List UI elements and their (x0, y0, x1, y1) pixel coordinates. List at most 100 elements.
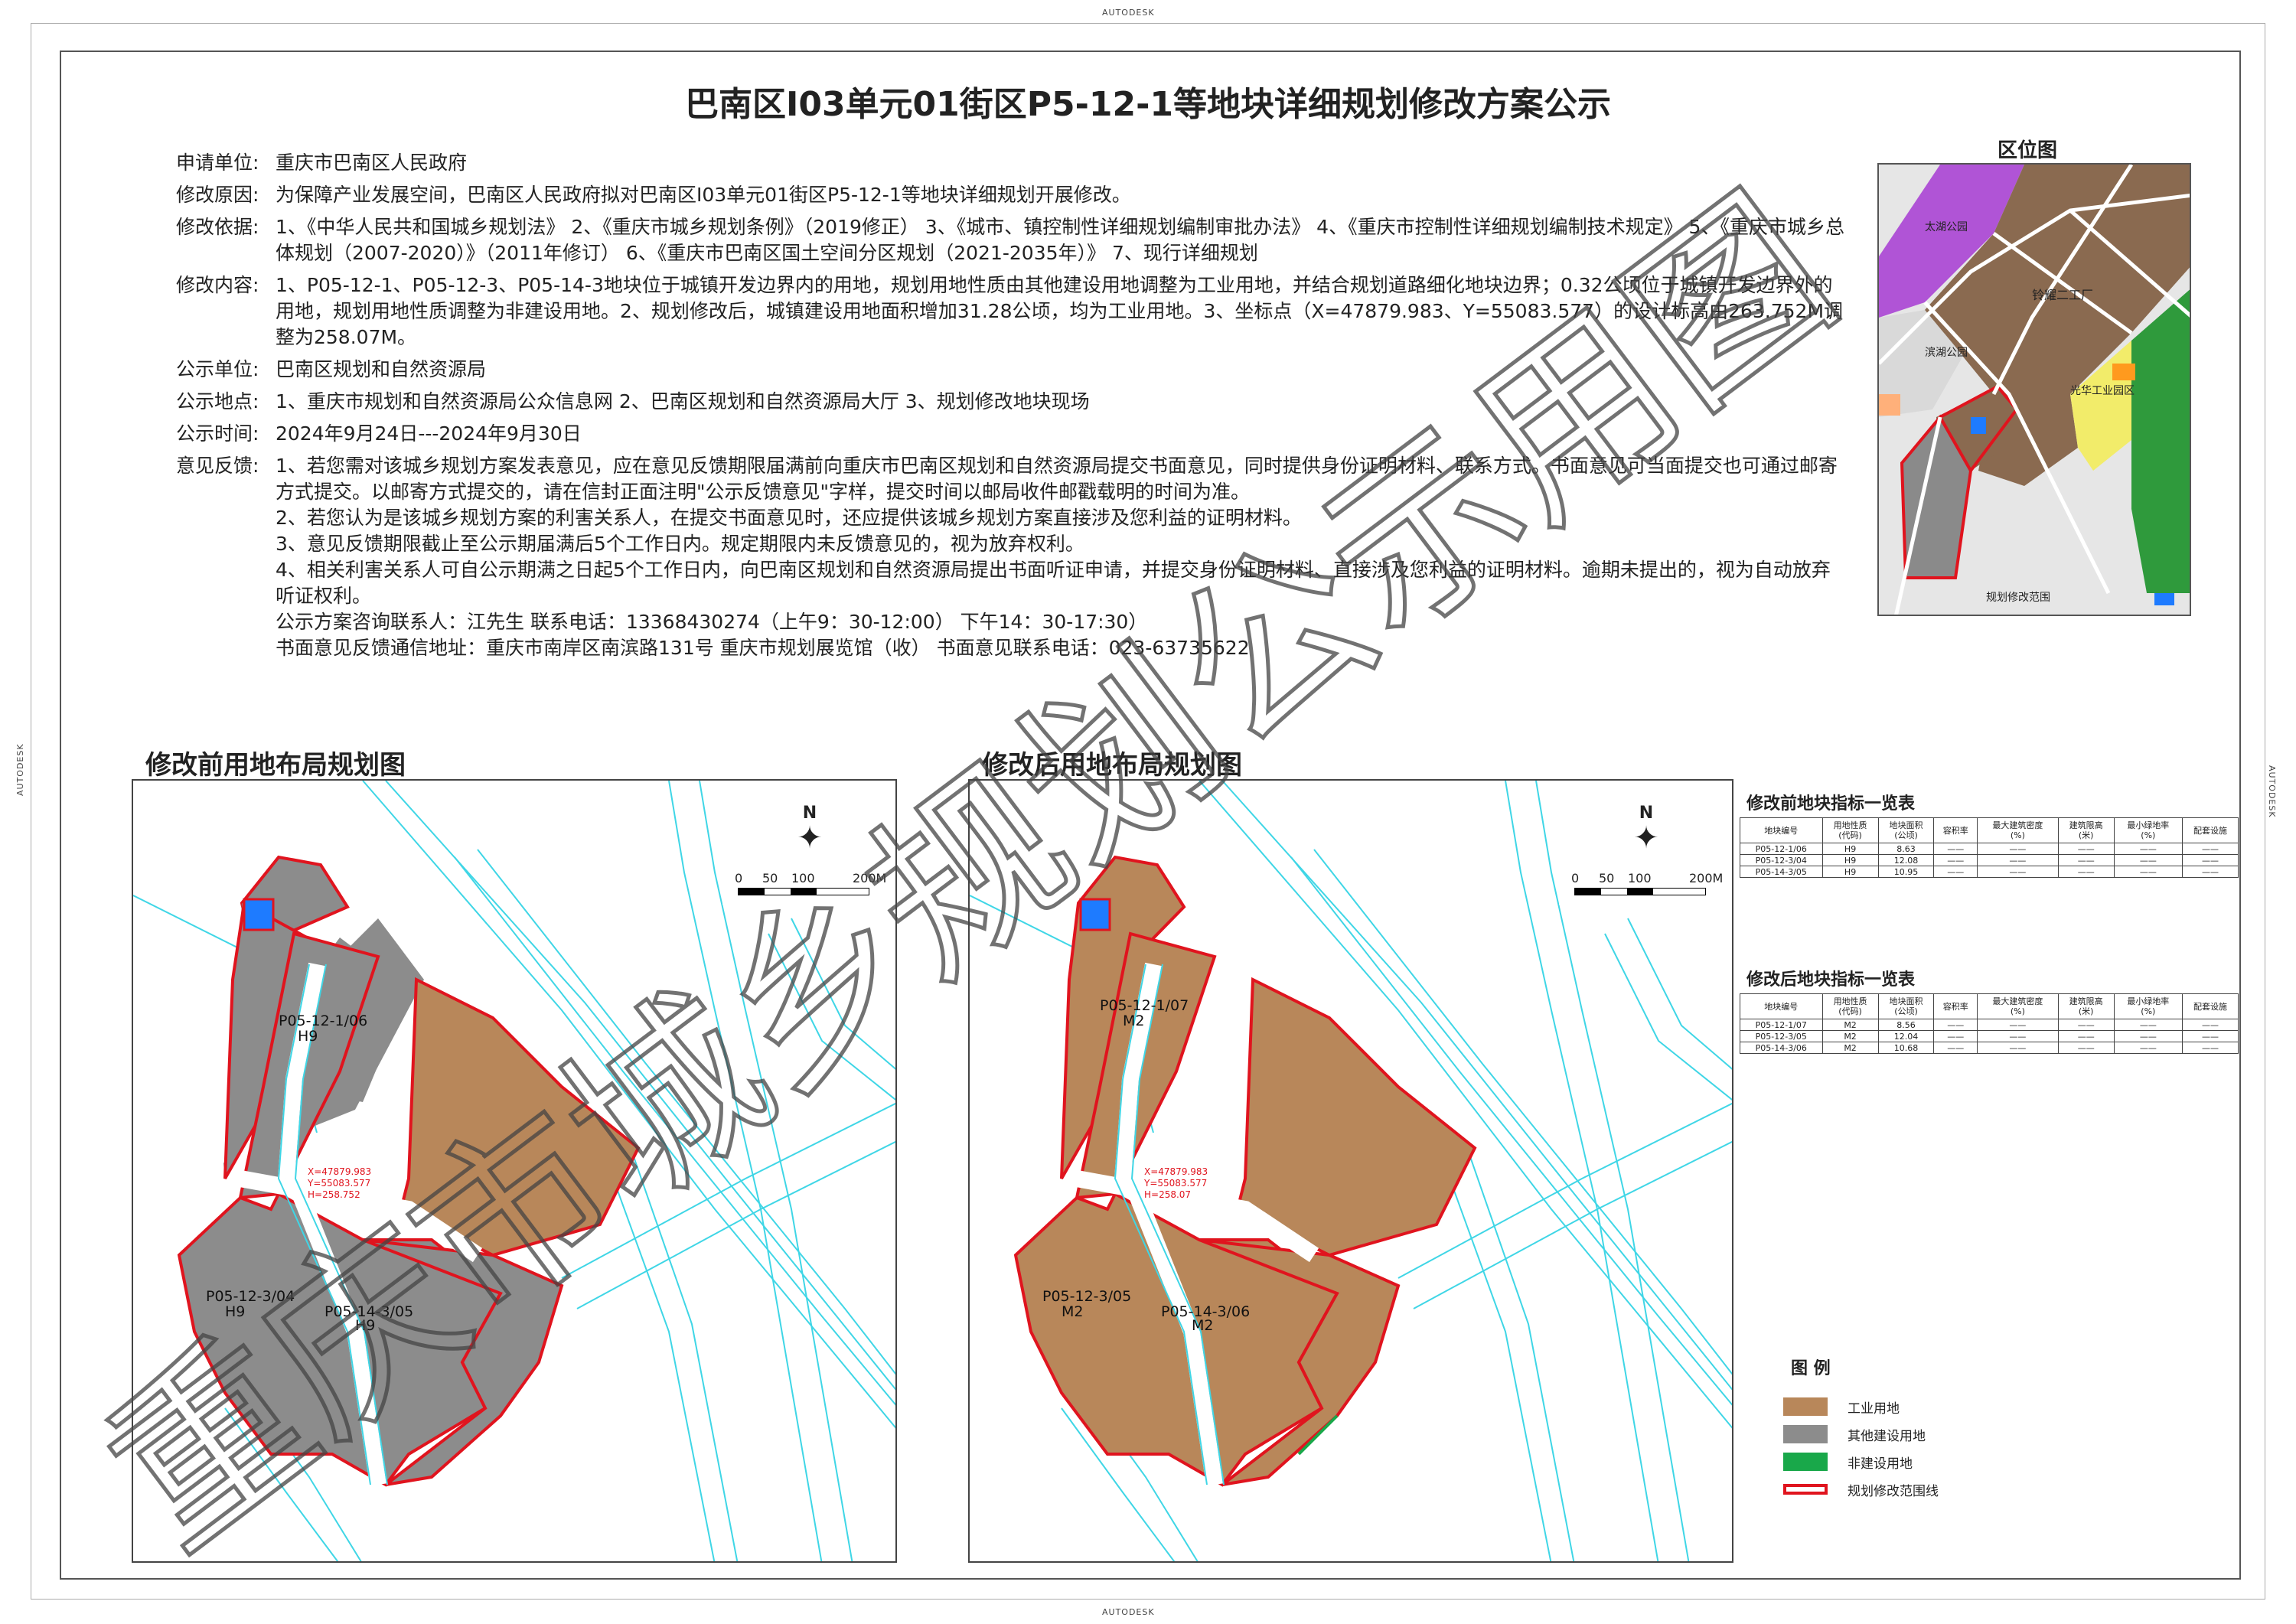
applicant-row: 申请单位: 重庆市巴南区人民政府 (176, 150, 1844, 176)
table-cell: —— (2181, 1042, 2239, 1054)
unit-label: 公示单位: (176, 358, 259, 380)
content-row: 修改内容:1、P05-12-1、P05-12-3、P05-14-3地块位于城镇开… (176, 272, 1844, 351)
table-cell: P05-12-3/04 (1740, 854, 1823, 866)
table-header-cell: 容积率 (1933, 817, 1978, 843)
after-scale-50: 50 (1599, 871, 1615, 885)
feedback-row: 意见反馈: 1、若您需对该城乡规划方案发表意见，应在意见反馈期限届满前向重庆市巴南… (176, 453, 1844, 505)
before-parcel-1-code: P05-12-1/06 (279, 1013, 367, 1029)
feedback-1: 1、若您需对该城乡规划方案发表意见，应在意见反馈期限届满前向重庆市巴南区规划和自… (276, 455, 1838, 503)
location-green-zone (2131, 289, 2190, 593)
table-cell: —— (2181, 1030, 2239, 1042)
table-header-cell: 最大建筑密度(%) (1977, 993, 2059, 1019)
address-line: 书面意见反馈通信地址：重庆市南岸区南滨路131号 重庆市规划展览馆（收） 书面意… (276, 637, 1250, 659)
table-cell: 12.04 (1877, 1030, 1935, 1042)
table-header-cell: 地块面积(公顷) (1877, 993, 1935, 1019)
table-cell: P05-12-1/06 (1740, 843, 1823, 855)
after-coord-y: Y=55083.577 (1143, 1178, 1207, 1189)
time-label: 公示时间: (176, 422, 259, 445)
unit-row: 公示单位:巴南区规划和自然资源局 (176, 357, 1844, 383)
map-before: P05-12-1/06 H9 P05-12-3/04 H9 P05-14-3/0… (132, 779, 897, 1563)
table-cell: H9 (1821, 843, 1879, 855)
reason-value: 为保障产业发展空间，巴南区人民政府拟对巴南区I03单元01街区P5-12-1等地… (276, 184, 1131, 206)
drawing-frame (60, 51, 2241, 1580)
scale-bar (1574, 888, 1706, 895)
map-after-title: 修改后用地布局规划图 (982, 750, 1242, 781)
before-parcel-industrial (399, 977, 641, 1257)
before-parcel-3-code: P05-14-3/05 (325, 1303, 413, 1320)
location-label-factory: 铃耀二工厂 (2032, 288, 2093, 302)
table-cell: 8.63 (1877, 843, 1935, 855)
table-cell: —— (1933, 843, 1978, 855)
reason-row: 修改原因:为保障产业发展空间，巴南区人民政府拟对巴南区I03单元01街区P5-1… (176, 182, 1844, 208)
applicant-label: 申请单位: (176, 152, 259, 174)
after-parcel-1-use: M2 (1123, 1013, 1144, 1029)
before-north-letter: N (802, 804, 817, 823)
basis-value: 1、《中华人民共和国城乡规划法》 2、《重庆市城乡规划条例》（2019修正） 3… (276, 216, 1844, 264)
table-cell: 10.95 (1877, 866, 1935, 878)
table-cell: P05-12-3/05 (1740, 1030, 1823, 1042)
feedback-label: 意见反馈: (176, 455, 259, 477)
table-cell: —— (2057, 843, 2115, 855)
legend-item-industrial: 工业用地 (1783, 1393, 2013, 1420)
before-parcel-3 (362, 1238, 564, 1486)
after-parcel-industrial (1235, 977, 1477, 1257)
after-parcel-2 (1013, 1192, 1339, 1487)
location-label-park1: 太湖公园 (1925, 221, 1968, 233)
place-value: 1、重庆市规划和自然资源局公众信息网 2、巴南区规划和自然资源局大厅 3、规划修… (276, 390, 1090, 413)
table-header-cell: 建筑限高(米) (2057, 993, 2115, 1019)
table-cell: —— (1933, 1030, 1978, 1042)
outer-border (31, 23, 2265, 1600)
table-before: 地块编号 用地性质(代码) 地块面积(公顷) 容积率 最大建筑密度(%) 建筑限… (1740, 817, 2239, 878)
location-map-svg: 太湖公园 铃耀二工厂 滨湖公园 光华工业园区 规划修改范围 (1879, 165, 2190, 615)
legend-item-other: 其他建设用地 (1783, 1420, 2013, 1448)
legend-swatch-green (1783, 1453, 1828, 1471)
after-scale-200: 200M (1689, 871, 1724, 885)
table-cell: —— (1933, 1042, 1978, 1054)
table-cell: —— (1933, 866, 1978, 878)
table-cell: —— (1933, 1019, 1978, 1031)
applicant-value: 重庆市巴南区人民政府 (276, 152, 468, 174)
table-cell: 10.68 (1877, 1042, 1935, 1054)
after-coord-x: X=47879.983 (1144, 1166, 1208, 1177)
map-before-title: 修改前用地布局规划图 (145, 750, 406, 781)
table-before-title: 修改前地块指标一览表 (1746, 794, 1916, 814)
table-header-cell: 配套设施 (2181, 993, 2239, 1019)
table-after: 地块编号 用地性质(代码) 地块面积(公顷) 容积率 最大建筑密度(%) 建筑限… (1740, 993, 2239, 1054)
after-parcel-3-code: P05-14-3/06 (1161, 1303, 1250, 1320)
after-parcel-2-code: P05-12-3/05 (1042, 1288, 1131, 1305)
table-cell: M2 (1821, 1030, 1879, 1042)
table-header-cell: 地块面积(公顷) (1877, 817, 1935, 843)
table-cell: 8.56 (1877, 1019, 1935, 1031)
legend-swatch-boundary (1783, 1484, 1828, 1495)
before-parcel-1-use: H9 (298, 1028, 318, 1045)
before-scale-0: 0 (735, 871, 743, 885)
north-arrow-icon: ✦ (1633, 820, 1659, 856)
table-cell: —— (2181, 1019, 2239, 1031)
table-cell: —— (1933, 854, 1978, 866)
autodesk-stamp-right: AUTODESK (2267, 765, 2277, 818)
legend-swatch-industrial (1783, 1397, 1828, 1416)
page-title: 巴南区I03单元01街区P5-12-1等地块详细规划修改方案公示 (684, 85, 1612, 124)
after-blue-block (1079, 898, 1111, 931)
content-label: 修改内容: (176, 274, 259, 296)
table-cell: —— (1977, 854, 2059, 866)
table-cell: —— (2057, 854, 2115, 866)
after-scale-100: 100 (1628, 871, 1652, 885)
table-cell: —— (2057, 866, 2115, 878)
autodesk-stamp-top: AUTODESK (1102, 8, 1155, 18)
table-header-cell: 配套设施 (2181, 817, 2239, 843)
before-north-scale: N ✦ 0 50 100 200M (722, 782, 895, 905)
basis-row: 修改依据:1、《中华人民共和国城乡规划法》 2、《重庆市城乡规划条例》（2019… (176, 214, 1844, 266)
table-header-cell: 用地性质(代码) (1821, 817, 1879, 843)
table-header-cell: 最大建筑密度(%) (1977, 817, 2059, 843)
table-header-cell: 地块编号 (1740, 993, 1823, 1019)
feedback-3: 3、意见反馈期限截止至公示期届满后5个工作日内。规定期限内未反馈意见的，视为放弃… (276, 533, 1084, 555)
table-cell: —— (2113, 866, 2183, 878)
before-coord-h: H=258.752 (308, 1189, 360, 1200)
before-blue-block (243, 898, 275, 931)
place-label: 公示地点: (176, 390, 259, 413)
